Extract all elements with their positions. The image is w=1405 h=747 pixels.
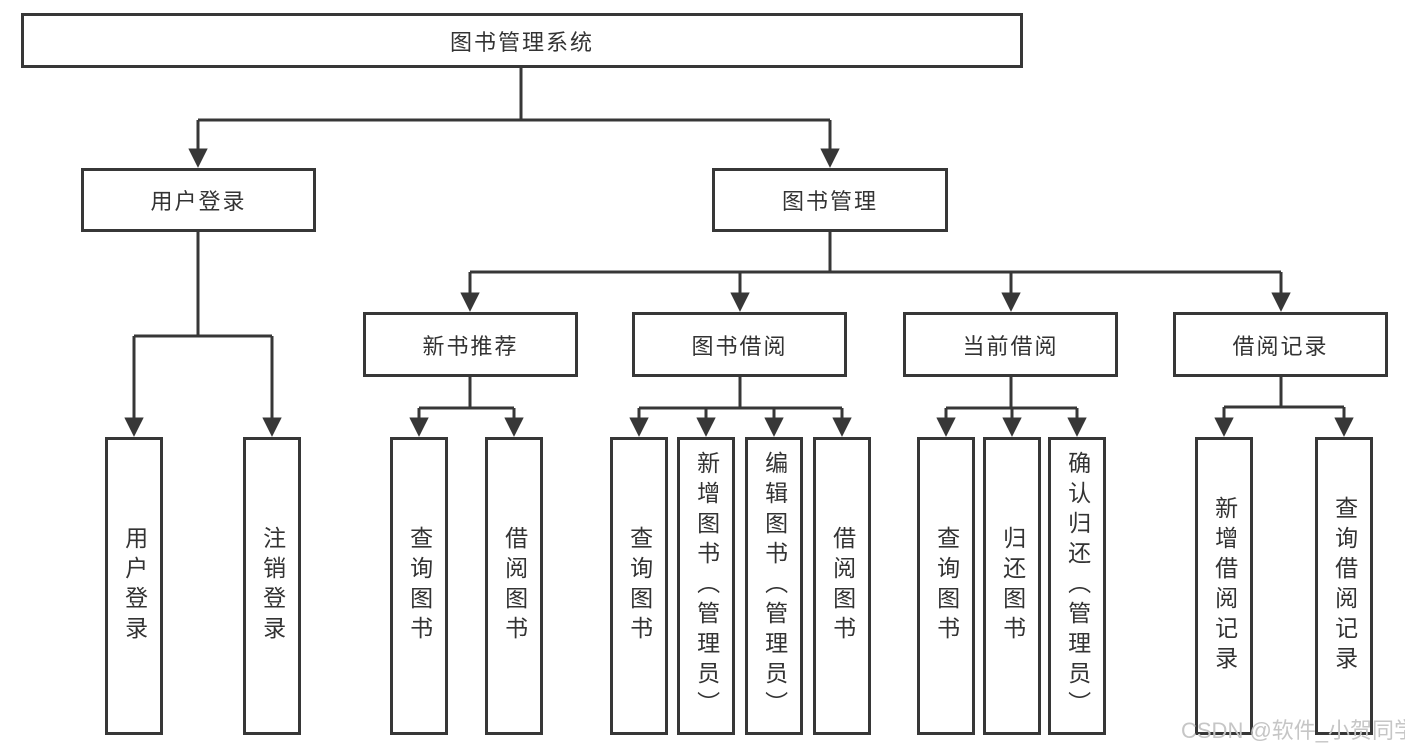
- node-query-books-recommend: 查询图书: [390, 437, 448, 735]
- node-user-login-leaf: 用户登录: [105, 437, 163, 735]
- node-query-books-borrow: 查询图书: [610, 437, 668, 735]
- node-label: 归还图书: [999, 526, 1026, 646]
- watermark: CSDN @软件_小贺同学: [1181, 718, 1405, 743]
- node-current-borrowing: 当前借阅: [903, 312, 1118, 377]
- node-user-login: 用户登录: [81, 168, 316, 232]
- node-label: 确认归还（管理员）: [1064, 451, 1091, 721]
- node-logout: 注销登录: [243, 437, 301, 735]
- node-library-system: 图书管理系统: [21, 13, 1023, 68]
- node-borrow-books-leaf: 借阅图书: [813, 437, 871, 735]
- node-borrow-books-recommend: 借阅图书: [485, 437, 543, 735]
- node-add-borrow-record: 新增借阅记录: [1195, 437, 1253, 735]
- node-label: 借阅图书: [501, 526, 528, 646]
- node-label: 查询图书: [406, 526, 433, 646]
- node-add-books-admin: 新增图书（管理员）: [677, 437, 735, 735]
- node-label: 编辑图书（管理员）: [761, 451, 788, 721]
- node-label: 新增图书（管理员）: [693, 451, 720, 721]
- node-label: 用户登录: [121, 526, 148, 646]
- node-edit-books-admin: 编辑图书（管理员）: [745, 437, 803, 735]
- node-label: 借阅图书: [829, 526, 856, 646]
- node-book-management: 图书管理: [712, 168, 948, 232]
- node-borrowing-records: 借阅记录: [1173, 312, 1388, 377]
- node-label: 查询图书: [626, 526, 653, 646]
- node-label: 新增借阅记录: [1211, 496, 1238, 676]
- node-label: 查询借阅记录: [1331, 496, 1358, 676]
- node-book-borrowing: 图书借阅: [632, 312, 847, 377]
- node-label: 注销登录: [259, 526, 286, 646]
- node-label: 查询图书: [933, 526, 960, 646]
- node-return-books: 归还图书: [983, 437, 1041, 735]
- node-confirm-return-admin: 确认归还（管理员）: [1048, 437, 1106, 735]
- node-query-borrow-record: 查询借阅记录: [1315, 437, 1373, 735]
- node-query-books-current: 查询图书: [917, 437, 975, 735]
- node-new-book-recommend: 新书推荐: [363, 312, 578, 377]
